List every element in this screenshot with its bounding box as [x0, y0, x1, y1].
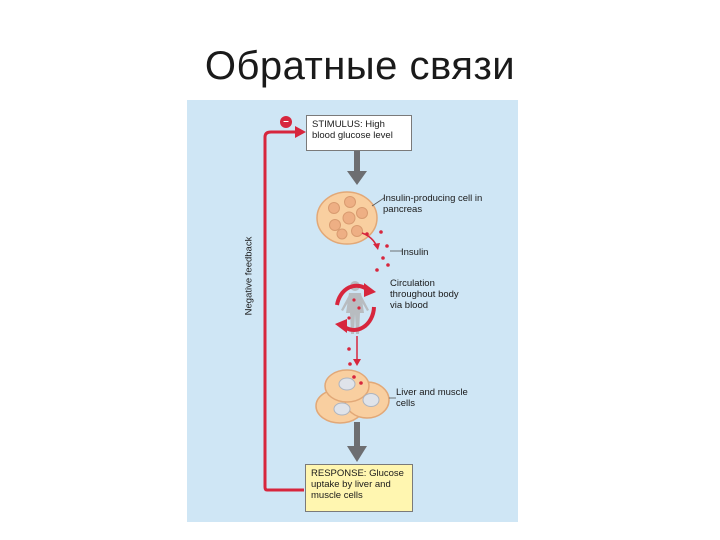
liver-cells-label: Liver and muscle cells [396, 387, 468, 409]
main-flow-arrow-1 [347, 151, 367, 185]
response-box: RESPONSE: Glucose uptake by liver and mu… [305, 464, 413, 512]
pancreas-label: Insulin-producing cell in pancreas [383, 193, 483, 215]
liver-muscle-cells [315, 369, 396, 424]
negative-feedback-loop [263, 126, 306, 492]
insulin-to-cells-arrow [347, 336, 361, 366]
pancreas-cell [316, 191, 385, 245]
negative-sign-icon: – [280, 116, 292, 128]
circulation-body [335, 281, 376, 334]
slide-title: Обратные связи [204, 44, 516, 88]
diagram-graphics [263, 126, 402, 492]
stimulus-box: STIMULUS: High blood glucose level [306, 115, 412, 151]
main-flow-arrow-2 [347, 422, 367, 462]
circulation-label: Circulation throughout body via blood [390, 278, 459, 311]
insulin-label: Insulin [401, 247, 429, 258]
feedback-diagram: – STIMULUS: High blood glucose level Ins… [187, 100, 518, 522]
insulin-secretion [361, 230, 402, 272]
negative-feedback-label: Negative feedback [243, 236, 255, 316]
